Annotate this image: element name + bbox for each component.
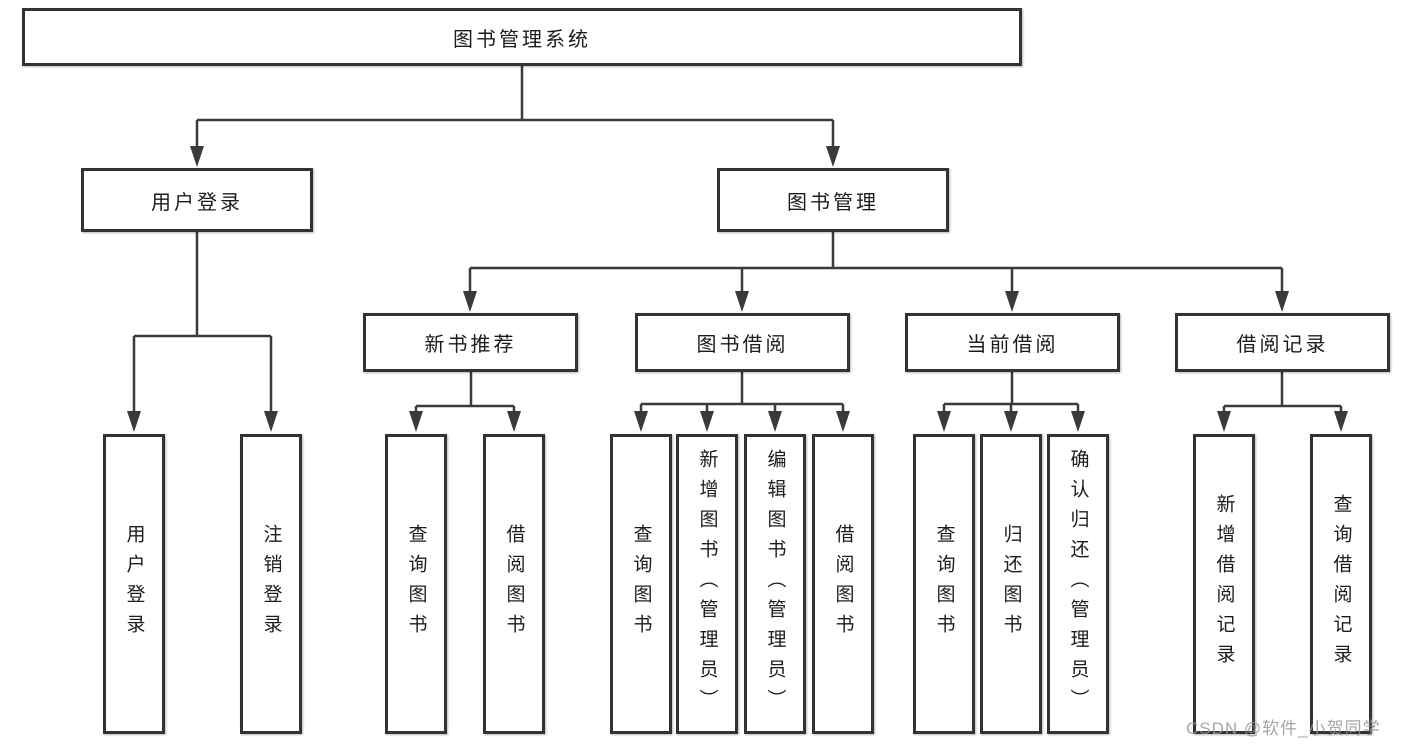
leaf-query-books-current: 查询图书 — [913, 434, 975, 734]
leaf-label: 注销登录 — [260, 524, 282, 644]
leaf-query-books-borrowing: 查询图书 — [610, 434, 672, 734]
leaf-return-books: 归还图书 — [980, 434, 1042, 734]
leaf-borrow-books-recommend: 借阅图书 — [483, 434, 545, 734]
leaf-borrow-books-borrowing: 借阅图书 — [812, 434, 874, 734]
leaf-label: 借阅图书 — [503, 524, 525, 644]
node-new-book-recommendation: 新书推荐 — [363, 313, 578, 372]
leaf-user-login: 用户登录 — [103, 434, 165, 734]
leaf-logout: 注销登录 — [240, 434, 302, 734]
node-book-borrowing: 图书借阅 — [635, 313, 850, 372]
node-user-login: 用户登录 — [81, 168, 313, 232]
leaf-label: 查询图书 — [933, 524, 955, 644]
leaf-confirm-return-admin: 确认归还（管理员） — [1047, 434, 1109, 734]
leaf-label: 借阅图书 — [832, 524, 854, 644]
leaf-label: 新增图书（管理员） — [696, 449, 718, 719]
node-book-management: 图书管理 — [717, 168, 949, 232]
leaf-label: 用户登录 — [123, 524, 145, 644]
leaf-add-book-admin: 新增图书（管理员） — [676, 434, 738, 734]
node-current-borrowing: 当前借阅 — [905, 313, 1120, 372]
leaf-label: 新增借阅记录 — [1213, 494, 1235, 674]
node-borrowing-records: 借阅记录 — [1175, 313, 1390, 372]
leaf-label: 编辑图书（管理员） — [764, 449, 786, 719]
watermark: CSDN @软件_小贺同学 — [1186, 719, 1381, 738]
leaf-label: 查询图书 — [630, 524, 652, 644]
arrowheads — [127, 146, 1348, 432]
leaf-query-books-recommend: 查询图书 — [385, 434, 447, 734]
leaf-query-borrow-record: 查询借阅记录 — [1310, 434, 1372, 734]
leaf-edit-book-admin: 编辑图书（管理员） — [744, 434, 806, 734]
leaf-label: 查询图书 — [405, 524, 427, 644]
leaf-add-borrow-record: 新增借阅记录 — [1193, 434, 1255, 734]
node-library-management-system: 图书管理系统 — [22, 8, 1022, 66]
leaf-label: 归还图书 — [1000, 524, 1022, 644]
connector-paths — [132, 66, 1343, 411]
leaf-label: 确认归还（管理员） — [1067, 449, 1089, 719]
leaf-label: 查询借阅记录 — [1330, 494, 1352, 674]
